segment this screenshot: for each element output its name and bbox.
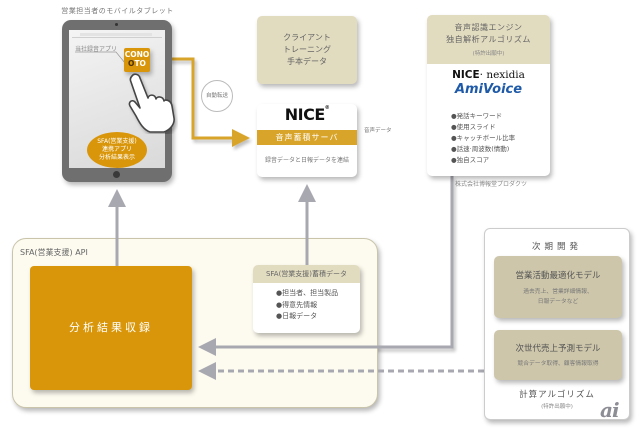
voice-storage-server-label: 音声蓄積サーバ [257,130,357,145]
nice-logo: NICE® [284,105,330,124]
camera-icon [115,23,118,26]
sales-optimization-model-box: 営業活動最適化モデル 過去売上、営業詳細情報、 日報データなど [494,256,622,318]
sfa-data-item: ●担当者、担当製品 [276,289,339,297]
nice-server-subtitle: 録音データと日報データを連結 [264,157,349,164]
url-bar [80,33,152,36]
app-label: 当社録音アプリ [75,46,118,53]
engine-feature: ●発話キーワード [451,112,503,120]
calculation-algorithm-title: 計算アルゴリズム [519,390,595,400]
model1-title: 営業活動最適化モデル [515,271,601,281]
company-credit: 株式会社博報堂プロダクツ [455,181,528,188]
engine-header [427,15,550,64]
sfa-app-line3: 分析結果表示 [98,154,135,161]
sfa-app-line1: SFA(営業支援) [97,138,137,145]
sales-forecast-model-box: 次世代売上予測モデル 競合データ取得、顧客情報取得 [494,330,622,380]
client-training-line3: 手本データ [287,57,327,66]
engine-title-line1: 音声認識エンジン [454,23,523,32]
client-training-box: クライアント トレーニング 手本データ [257,16,357,84]
calculation-patent-note: (特許出願中) [541,404,573,410]
engine-feature: ●話速·周波数(情動) [451,145,510,153]
sfa-link-app-badge[interactable]: SFA(営業支援) 連携アプリ 分析結果表示 [87,132,147,168]
app-icon-line2: OTO [128,58,146,68]
sfa-api-label: SFA(営業支援) API [20,248,88,257]
sfa-data-list: ●担当者、担当製品 ●得意先情報 ●日報データ [276,288,338,323]
engine-title: 音声認識エンジン 独自解析アルゴリズム [427,22,550,46]
model1-sub2: 日報データなど [537,299,579,305]
amivoice-logo: AmiVoice [454,82,523,97]
ai-watermark-logo: ai [600,398,620,422]
client-training-line2: トレーニング [283,45,331,54]
voice-data-label: 音声データ [364,128,392,134]
conooto-app-icon[interactable]: CONO OTO [124,48,150,72]
sfa-data-item: ●得意先情報 [276,300,318,309]
next-development-title: 次期開発 [531,242,582,252]
home-button-icon [113,171,120,178]
engine-feature: ●使用スライド [451,123,496,131]
engine-patent-note: (特許出願中) [472,51,505,57]
model2-sub1: 競合データ取得、顧客情報取得 [517,361,599,367]
auto-transfer-label: 自動転送 [201,80,233,112]
analysis-result-box: 分析結果収録 [30,266,192,390]
sfa-data-title: SFA(営業支援)蓄積データ [253,265,360,283]
model1-sub1: 過去売上、営業詳細情報、 [523,289,593,295]
sfa-data-item: ●日報データ [276,312,318,320]
engine-feature-list: ●発話キーワード ●使用スライド ●キャッチボール比率 ●話速·周波数(情動) … [451,111,515,166]
app-icon-line1: CONO [124,50,150,59]
tablet-title: 営業担当者のモバイルタブレット [61,7,174,15]
app-label-pointer [75,51,126,64]
engine-feature: ●独自スコア [451,156,490,164]
pointing-hand-icon [128,73,175,133]
sfa-app-line2: 連携アプリ [101,146,132,153]
client-training-line1: クライアント [283,33,331,42]
model2-title: 次世代売上予測モデル [515,344,601,354]
engine-feature: ●キャッチボール比率 [451,134,516,142]
browser-bar [72,33,162,38]
engine-title-line2: 独自解析アルゴリズム [446,35,531,44]
nice-nexidia-logo: NICE· nexidia [452,69,525,81]
